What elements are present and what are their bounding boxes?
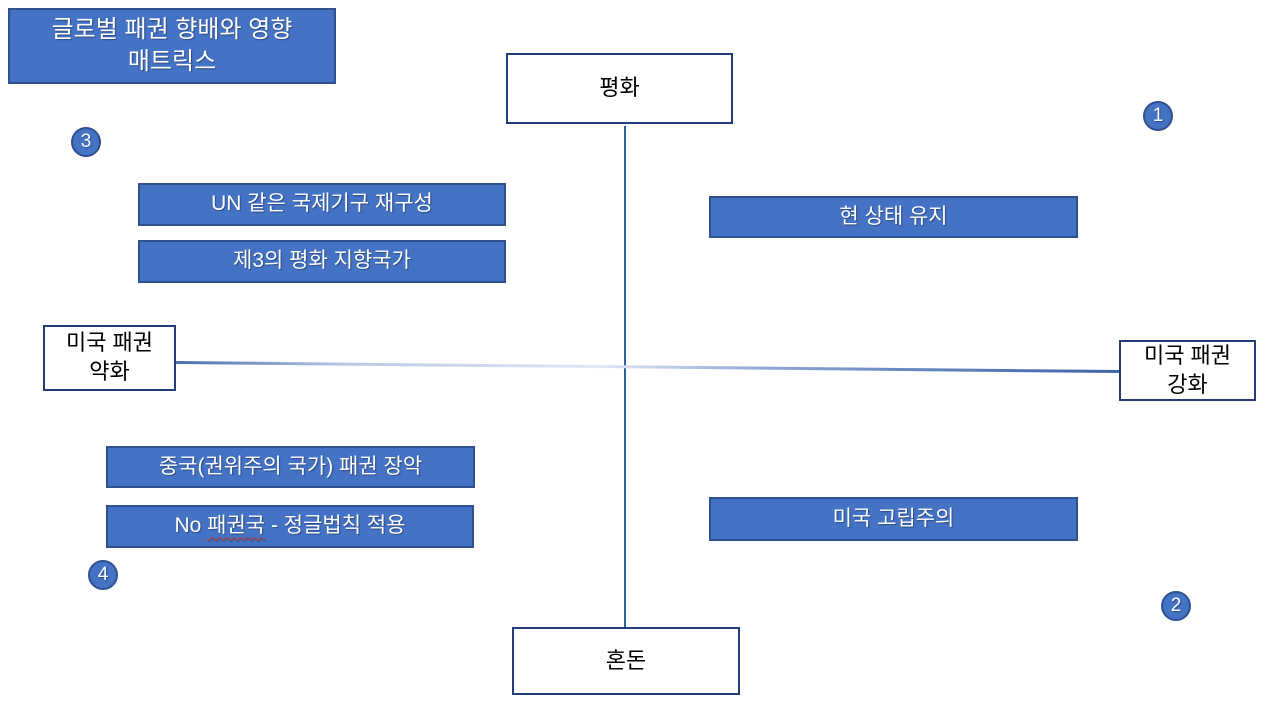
item-label-us-isolation: 미국 고립주의: [832, 506, 955, 530]
badge-2: 2: [1161, 591, 1191, 621]
item-label-un-reorg: UN 같은 국제기구 재구성: [211, 192, 433, 216]
badge-4-number: 4: [97, 564, 109, 585]
title-box: 글로벌 패권 향배와 영향 매트릭스: [8, 8, 336, 84]
item-label-third-peace: 제3의 평화 지향국가: [233, 249, 411, 273]
axis-bottom-label: 혼돈: [605, 647, 647, 673]
axis-top-label: 평화: [599, 75, 640, 101]
item-box-no-hegemon: No 패권국 - 정글법칙 적용: [106, 505, 474, 548]
axis-right-box: 미국 패권 강화: [1119, 340, 1256, 401]
item-label-china-hegemony: 중국(권위주의 국가) 패권 장악: [158, 454, 423, 478]
no-hegemon-misspelled-word: 패권국: [207, 514, 266, 538]
axis-bottom-box: 혼돈: [512, 627, 740, 695]
vertical-axis-line: [624, 126, 626, 627]
item-label-no-hegemon: No 패권국 - 정글법칙 적용: [174, 513, 405, 539]
title-line-1: 글로벌 패권 향배와 영향: [51, 15, 293, 43]
item-box-third-peace: 제3의 평화 지향국가: [138, 240, 506, 283]
axis-right-label-line2: 강화: [1167, 371, 1208, 397]
item-box-status-quo: 현 상태 유지: [709, 196, 1078, 238]
horizontal-axis-line: [175, 361, 1119, 374]
axis-left-label-line2: 약화: [89, 359, 130, 384]
no-hegemon-suffix: - 정글법칙 적용: [265, 514, 406, 538]
title-line-2: 매트릭스: [127, 48, 217, 75]
item-box-china-hegemony: 중국(권위주의 국가) 패권 장악: [106, 446, 475, 488]
badge-3-number: 3: [80, 131, 92, 152]
badge-4: 4: [88, 560, 118, 590]
item-box-un-reorg: UN 같은 국제기구 재구성: [138, 183, 506, 226]
badge-1-number: 1: [1152, 105, 1164, 126]
no-hegemon-prefix: No: [174, 514, 208, 538]
badge-3: 3: [71, 127, 101, 157]
axis-left-box: 미국 패권 약화: [43, 325, 176, 391]
item-label-status-quo: 현 상태 유지: [839, 204, 948, 228]
badge-1: 1: [1143, 101, 1173, 131]
axis-left-label-line1: 미국 패권: [65, 330, 154, 356]
axis-top-box: 평화: [506, 53, 733, 124]
badge-2-number: 2: [1170, 595, 1182, 616]
item-box-us-isolation: 미국 고립주의: [709, 497, 1078, 541]
axis-right-label-line1: 미국 패권: [1143, 342, 1232, 368]
